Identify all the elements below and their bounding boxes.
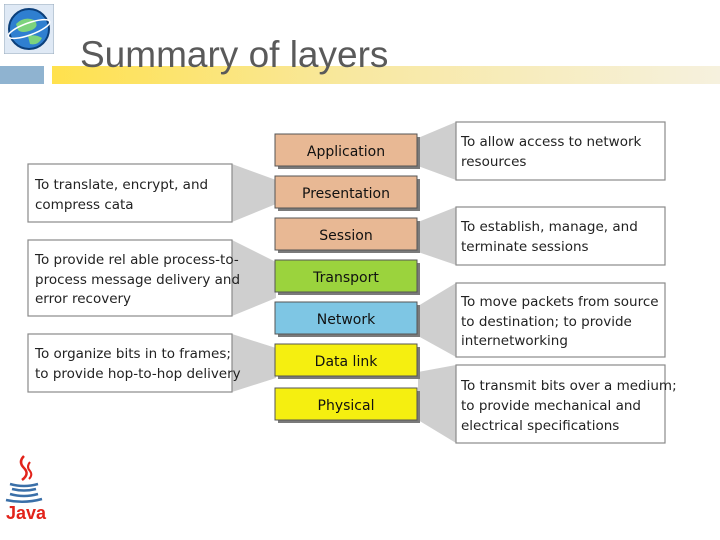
layer-label: Physical	[318, 398, 375, 414]
right-desc-line: electrical specifications	[461, 418, 619, 434]
layer-swatch	[274, 259, 418, 293]
layer-application: Application	[274, 133, 420, 169]
right-description-physical: To transmit bits over a medium; to provi…	[418, 364, 677, 444]
right-description-session: To establish, manage, and terminate sess…	[418, 206, 666, 266]
layer-swatch	[274, 217, 418, 251]
java-label: Java	[6, 503, 47, 523]
java-cup-icon	[5, 455, 43, 503]
left-desc-line: To provide rel able process-to-	[34, 252, 239, 268]
layer-network: Network	[274, 301, 420, 337]
layer-data-link: Data link	[274, 343, 420, 379]
right-desc-line: resources	[461, 154, 526, 170]
left-description-transport: To provide rel able process-to- process …	[27, 239, 276, 317]
left-desc-line: error recovery	[35, 291, 131, 307]
layer-label: Transport	[312, 270, 379, 286]
left-desc-line: compress cata	[35, 197, 134, 213]
layer-label: Application	[307, 144, 385, 160]
layer-physical: Physical	[274, 387, 420, 423]
left-description-presentation: To translate, encrypt, and compress cata	[27, 163, 276, 223]
right-desc-line: To allow access to network	[460, 134, 642, 150]
left-desc-line: to provide hop-to-hop delivery	[35, 366, 241, 382]
slide-title: Summary of layers	[80, 34, 389, 75]
left-desc-line: To translate, encrypt, and	[34, 177, 208, 193]
right-desc-line: To transmit bits over a medium;	[460, 378, 677, 394]
layer-label: Network	[317, 312, 376, 328]
right-desc-line: terminate sessions	[461, 239, 589, 255]
right-desc-line: to provide mechanical and	[461, 398, 641, 414]
right-desc-line: To move packets from source	[460, 294, 659, 310]
layer-swatch	[274, 133, 418, 167]
layer-label: Session	[319, 228, 372, 244]
left-description-data-link: To organize bits in to frames; to provid…	[27, 333, 276, 393]
layer-swatch	[274, 301, 418, 335]
right-desc-line: to destination; to provide	[461, 314, 632, 330]
layer-label: Presentation	[302, 186, 390, 202]
left-desc-line: To organize bits in to frames;	[34, 346, 231, 362]
layer-swatch	[274, 175, 418, 209]
layer-transport: Transport	[274, 259, 420, 295]
layer-label: Data link	[315, 354, 379, 370]
right-desc-line: To establish, manage, and	[460, 219, 638, 235]
title-underline	[52, 66, 720, 84]
right-desc-line: internetworking	[461, 333, 568, 349]
layer-session: Session	[274, 217, 420, 253]
left-desc-line: process message delivery and	[35, 272, 240, 288]
right-description-application: To allow access to network resources	[418, 121, 666, 181]
right-description-network: To move packets from source to destinati…	[418, 282, 666, 358]
layer-presentation: Presentation	[274, 175, 420, 211]
layer-swatch	[274, 343, 418, 377]
layer-swatch	[274, 387, 418, 421]
title-accent-bar	[0, 66, 44, 84]
globe-logo-icon	[4, 4, 54, 54]
